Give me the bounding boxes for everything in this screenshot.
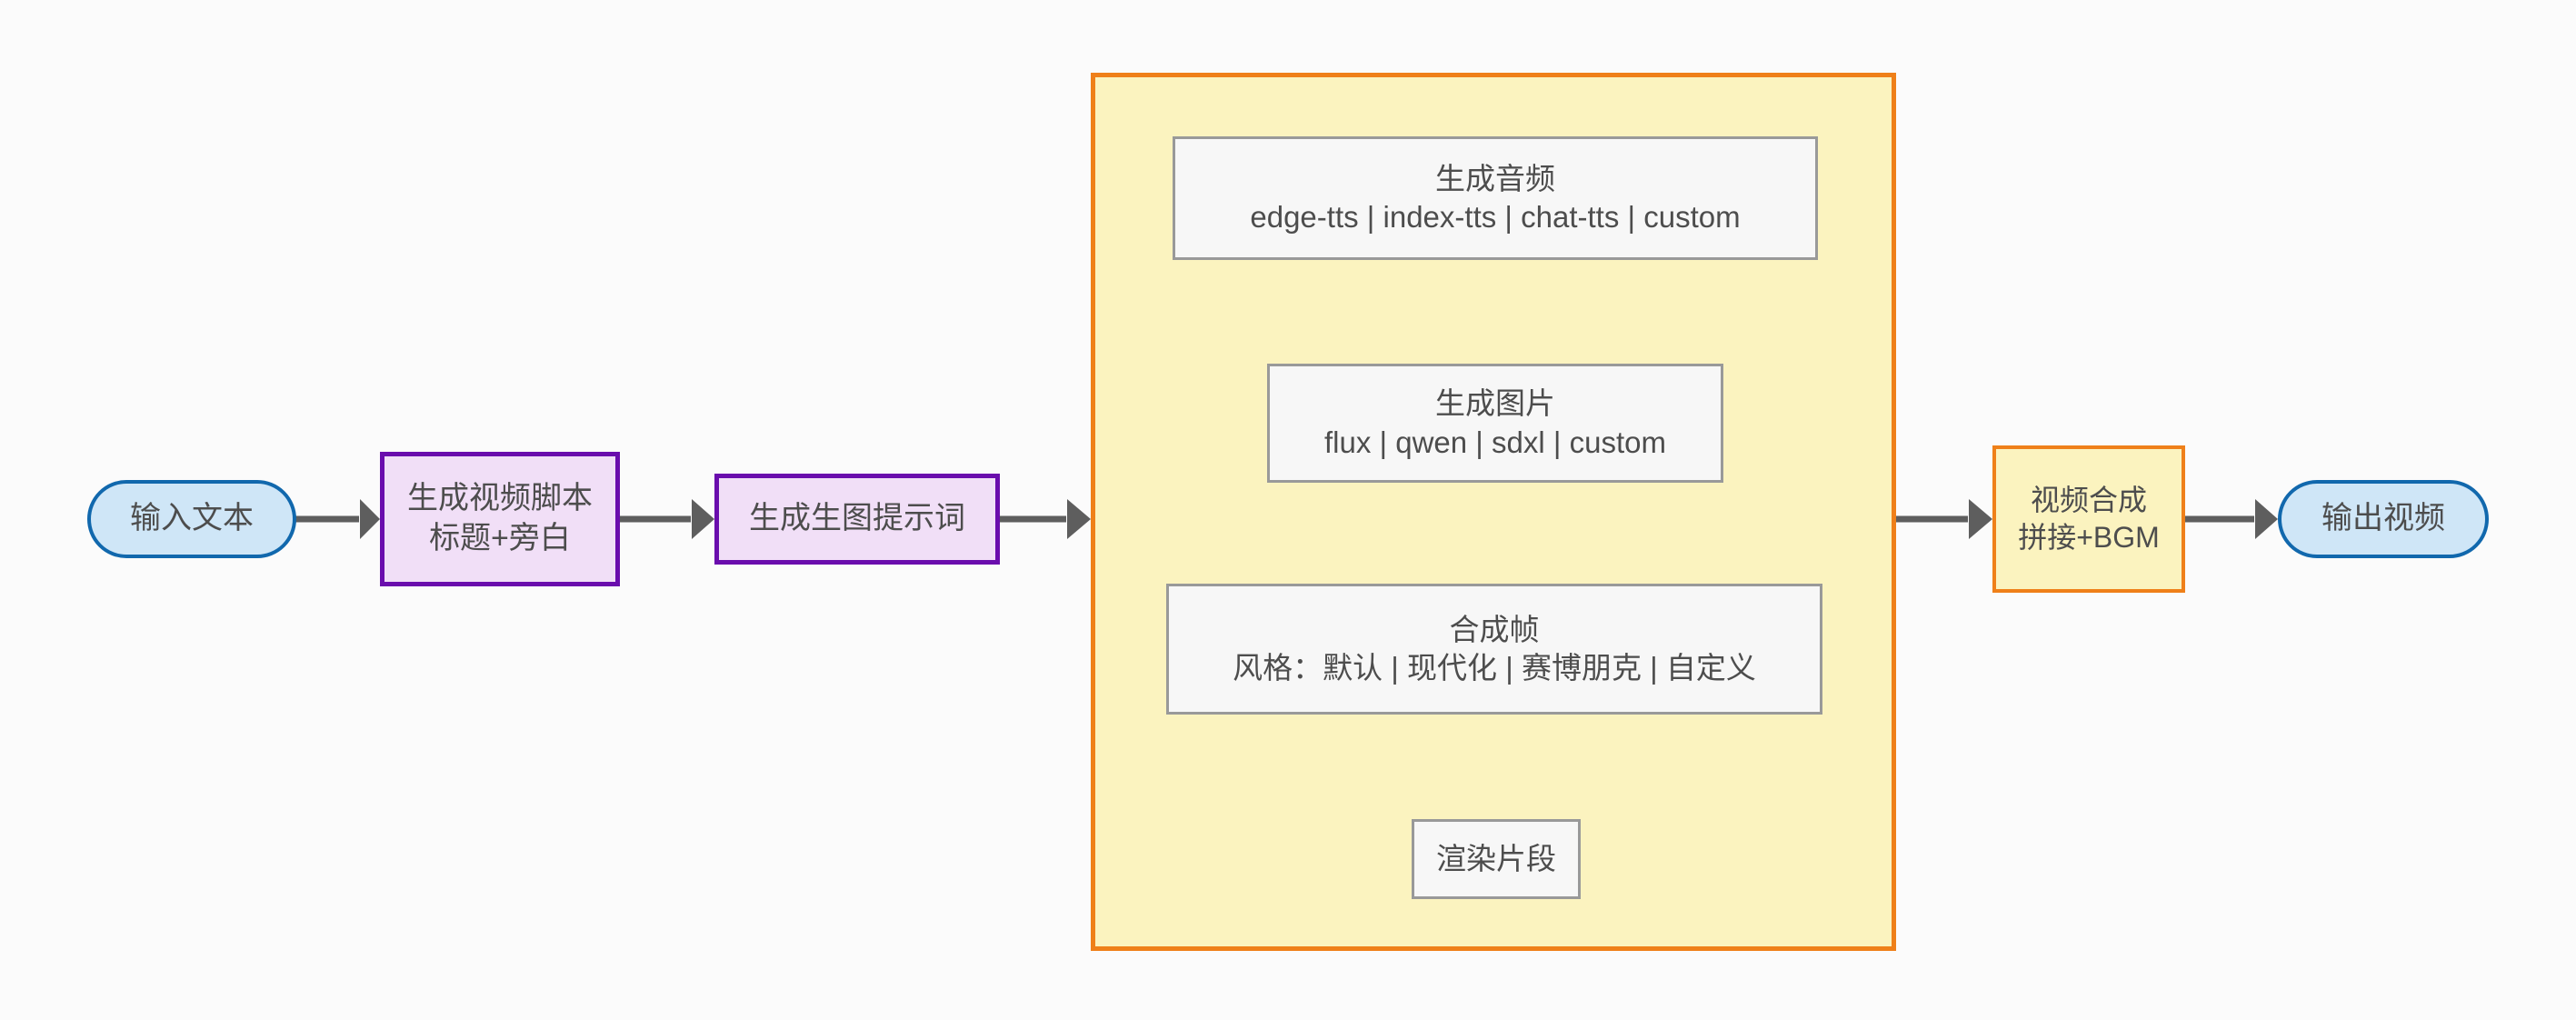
edge-pipeline-to-compose [1896,499,1992,539]
node-render-segment-label: 渲染片段 [1436,841,1556,875]
node-generate-audio-line2: edge-tts | index-tts | chat-tts | custom [1250,200,1741,234]
node-output-video-label: 输出视频 [2321,501,2445,536]
node-render-segment[interactable]: 渲染片段 [1412,819,1581,899]
node-generate-image-line1: 生成图片 [1435,386,1555,421]
edge-script-to-prompt [620,499,714,539]
node-video-compose[interactable]: 视频合成 拼接+BGM [1992,445,2185,593]
node-generate-audio[interactable]: 生成音频 edge-tts | index-tts | chat-tts | c… [1173,136,1818,260]
node-generate-prompt-label: 生成生图提示词 [749,501,965,536]
node-generate-script-line1: 生成视频脚本 [407,481,593,516]
node-generate-audio-line1: 生成音频 [1435,161,1555,195]
edge-prompt-to-pipeline [1000,499,1091,539]
node-input-text-label: 输入文本 [130,501,254,536]
node-input-text[interactable]: 输入文本 [87,480,296,558]
node-generate-image-line2: flux | qwen | sdxl | custom [1323,425,1667,459]
node-generate-script[interactable]: 生成视频脚本 标题+旁白 [380,452,620,586]
node-compose-frame-line1: 合成帧 [1449,612,1540,646]
node-compose-frame-line2: 风格：默认 | 现代化 | 赛博朋克 | 自定义 [1233,651,1756,685]
node-generate-prompt[interactable]: 生成生图提示词 [714,474,1000,565]
node-video-compose-line2: 拼接+BGM [2018,521,2160,554]
node-compose-frame[interactable]: 合成帧 风格：默认 | 现代化 | 赛博朋克 | 自定义 [1166,584,1822,715]
edge-compose-to-output [2185,499,2278,539]
node-video-compose-line1: 视频合成 [2030,484,2147,517]
edge-input-to-script [295,499,380,539]
node-generate-image[interactable]: 生成图片 flux | qwen | sdxl | custom [1267,364,1723,483]
node-output-video[interactable]: 输出视频 [2278,480,2489,558]
node-generate-script-line2: 标题+旁白 [429,521,571,555]
